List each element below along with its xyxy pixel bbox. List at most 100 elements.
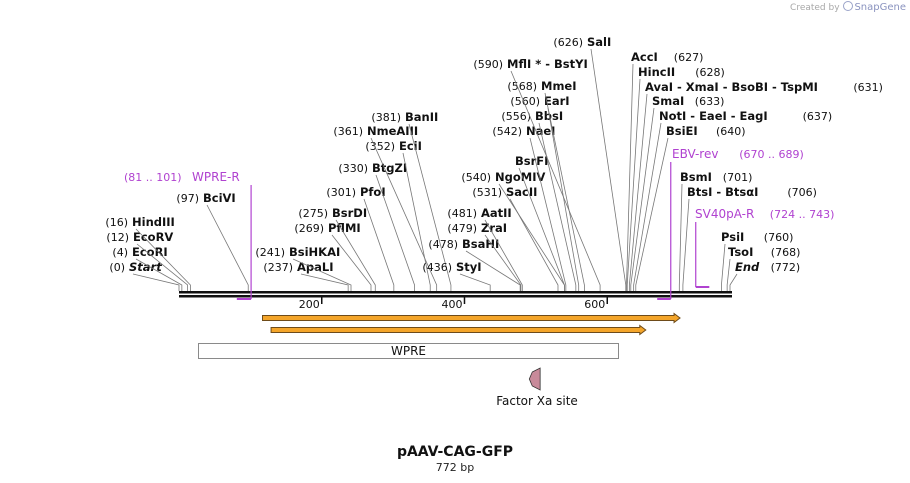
primer-range: (724 .. 743) [770,208,835,221]
site-leader-line [633,122,662,291]
site-leader-line [375,174,415,291]
site-position: (275) [298,207,328,220]
restriction-site[interactable]: (97)BciVI [176,191,249,291]
restriction-site[interactable]: (481)AatII [447,206,523,291]
plasmid-title: pAAV-CAG-GFP [396,444,514,460]
site-leader-line [136,243,188,291]
ruler-tick-label: 600 [584,298,605,311]
restriction-site[interactable]: (269)PflMI [294,221,372,291]
restriction-site[interactable]: (381)BanII [371,110,452,291]
restriction-site[interactable]: (590)MflI * - BstYI [473,57,601,291]
site-position: (542) [492,125,522,138]
site-name: ZraI [481,221,507,235]
restriction-site[interactable]: AvaI - XmaI - BsoBI - TspMI(631) [628,80,883,291]
site-leader-line [331,234,372,291]
restriction-site[interactable]: BsiEI(640) [635,124,746,291]
restriction-site[interactable]: (4)EcoRI [112,245,183,291]
site-position: (481) [447,207,477,220]
site-name: AccI [631,50,658,64]
restriction-site[interactable]: (301)PfoI [326,185,395,291]
factor-xa-site-shape[interactable] [528,367,541,391]
site-position: (352) [365,140,395,153]
site-name: NotI - EaeI - EagI [659,109,768,123]
site-position: (701) [723,171,753,184]
site-name: BsrDI [332,206,367,220]
restriction-site[interactable]: PsiI(760) [721,230,793,291]
restriction-site[interactable]: (560) EarI [510,94,580,291]
plasmid-length: 772 bp [435,461,475,474]
site-position: (12) [106,231,129,244]
restriction-site[interactable]: BsrFI [515,154,565,291]
restriction-site[interactable]: (361)NmeAIII [333,124,438,291]
site-position: (16) [105,216,128,229]
site-position: (479) [447,222,477,235]
restriction-site[interactable]: AccI (627) [626,50,704,291]
site-name: TsoI [728,245,753,259]
site-position: (627) [674,51,704,64]
site-position: (478) [428,238,458,251]
site-leader-line [518,167,565,291]
site-position: (560) [510,95,540,108]
restriction-site[interactable]: (16)HindIII [105,215,191,291]
feature-wpre-box[interactable]: WPRE [198,343,619,359]
site-position: (531) [472,186,502,199]
primer-range: (670 .. 689) [739,148,804,161]
site-position: (556) [501,110,531,123]
feature-arrow[interactable] [270,324,647,336]
site-leader-line [729,273,738,291]
restriction-site[interactable]: BsmI(701) [678,170,753,291]
site-leader-line [484,219,523,291]
site-leader-line [538,122,577,291]
site-position: (540) [461,171,491,184]
site-name: BsiEI [666,124,698,138]
feature-arrows [262,312,681,336]
restriction-site[interactable]: SmaI(633) [630,94,725,291]
restriction-site[interactable]: TsoI (768) [726,245,801,291]
branding-prefix: Created by [790,3,840,13]
site-name: SmaI [652,94,684,108]
site-position: (436) [422,261,452,274]
site-leader-line [300,273,349,291]
site-name: EcoRI [132,245,168,259]
site-name: BsaHI [462,237,499,251]
primers: (81 .. 101)WPRE-R EBV-rev(670 .. 689)SV40… [124,147,835,300]
feature-arrow[interactable] [262,312,681,324]
site-leader-line [726,258,731,291]
restriction-site[interactable]: (352)EciI [365,139,431,291]
restriction-site[interactable]: (0)Start [109,260,180,291]
restriction-site[interactable]: BtsI - BtsαI(706) [682,185,817,291]
primer-name: WPRE-R [192,170,240,184]
site-name: StyI [456,260,482,274]
site-name: Start [129,260,162,274]
restriction-site[interactable]: (241)BsiHKAI [255,245,352,291]
restriction-site[interactable]: (626)SalI [553,35,627,291]
site-name: MmeI [541,79,577,93]
site-name: BtgZI [372,161,407,175]
primer[interactable]: EBV-rev(670 .. 689) [657,147,804,300]
restriction-site[interactable]: End(772) [729,260,800,291]
site-position: (637) [803,110,833,123]
site-name: BtsI - BtsαI [687,185,758,199]
restriction-site[interactable]: (12)EcoRV [106,230,188,291]
restriction-site[interactable]: (568)MmeI [507,79,585,291]
snapgene-branding: Created by SnapGene [790,1,906,13]
backbone-top-strand [179,291,732,294]
site-name: EarI [544,94,570,108]
branding-name: SnapGene [854,2,906,13]
restriction-site[interactable]: HincII(628) [626,65,725,291]
restriction-site[interactable]: (479) ZraI [447,221,522,291]
primer[interactable]: SV40pA-R(724 .. 743) [695,207,835,288]
site-leader-line [510,70,601,291]
site-leader-line [135,258,183,291]
primer[interactable]: (81 .. 101)WPRE-R [124,170,252,300]
restriction-site[interactable]: (436) StyI [422,260,491,291]
restriction-site[interactable]: (275) BsrDI [298,206,376,291]
restriction-site[interactable]: NotI - EaeI - EagI (637) [633,109,833,291]
site-name: BanII [405,110,438,124]
site-leader-line [335,219,376,291]
restriction-site[interactable]: (330)BtgZI [338,161,415,291]
restriction-site[interactable]: (478) BsaHI [428,237,521,291]
site-position: (768) [771,246,801,259]
site-leader-line [292,258,352,291]
restriction-site[interactable]: (237)ApaLI [263,260,349,291]
